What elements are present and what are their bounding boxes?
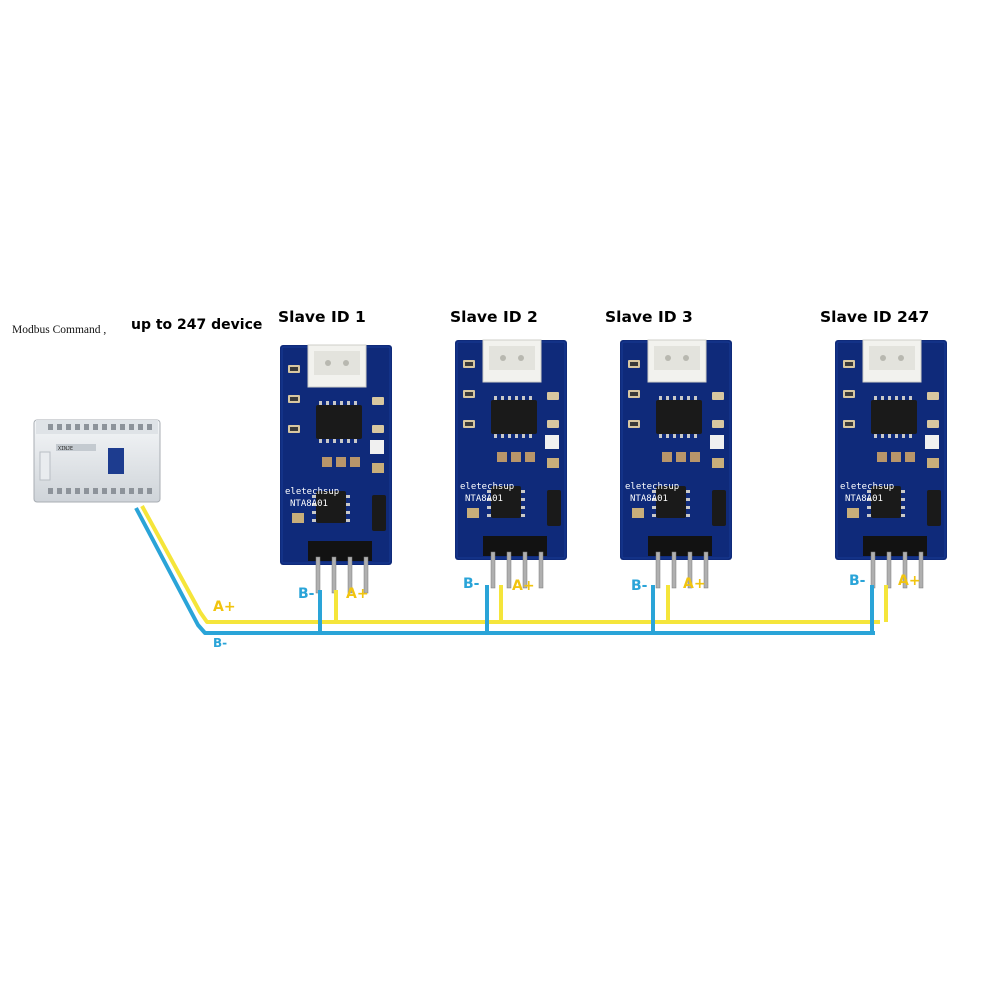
module-2: eletechsup NTA8A01 bbox=[455, 340, 567, 588]
bus-a-label: A+ bbox=[213, 599, 236, 615]
bus-wires bbox=[134, 505, 888, 635]
module-1-b-label: B- bbox=[298, 586, 315, 602]
slave-title-1: Slave ID 1 bbox=[278, 308, 366, 326]
module-3-b-label: B- bbox=[631, 578, 648, 594]
bus-a-wire bbox=[140, 505, 880, 624]
module-247-b-label: B- bbox=[849, 573, 866, 589]
module-1-a-label: A+ bbox=[346, 586, 369, 602]
module-3-a-label: A+ bbox=[683, 576, 706, 592]
slave-title-3: Slave ID 3 bbox=[605, 308, 693, 326]
bus-b-label: B- bbox=[213, 636, 228, 650]
module-247-model: NTA8A01 bbox=[845, 494, 883, 504]
module-1: eletechsup NTA8A01 bbox=[280, 345, 392, 593]
module-2-brand: eletechsup bbox=[460, 482, 514, 492]
module-1-model: NTA8A01 bbox=[290, 499, 328, 509]
module-3-brand: eletechsup bbox=[625, 482, 679, 492]
plc-device: XINJE bbox=[33, 419, 161, 503]
module-2-b-label: B- bbox=[463, 576, 480, 592]
slave-title-247: Slave ID 247 bbox=[820, 308, 930, 326]
module-3: eletechsup NTA8A01 bbox=[620, 340, 732, 588]
capacity-text: up to 247 device bbox=[131, 317, 263, 333]
module-2-a-label: A+ bbox=[512, 578, 535, 594]
module-3-model: NTA8A01 bbox=[630, 494, 668, 504]
slave-title-2: Slave ID 2 bbox=[450, 308, 538, 326]
module-1-brand: eletechsup bbox=[285, 487, 339, 497]
plc-brand: XINJE bbox=[58, 446, 73, 452]
module-247: eletechsup NTA8A01 bbox=[835, 340, 947, 588]
modbus-command-text: Modbus Command , bbox=[12, 324, 107, 336]
bus-b-wire bbox=[134, 507, 875, 635]
module-247-a-label: A+ bbox=[898, 573, 921, 589]
module-2-model: NTA8A01 bbox=[465, 494, 503, 504]
module-247-brand: eletechsup bbox=[840, 482, 894, 492]
